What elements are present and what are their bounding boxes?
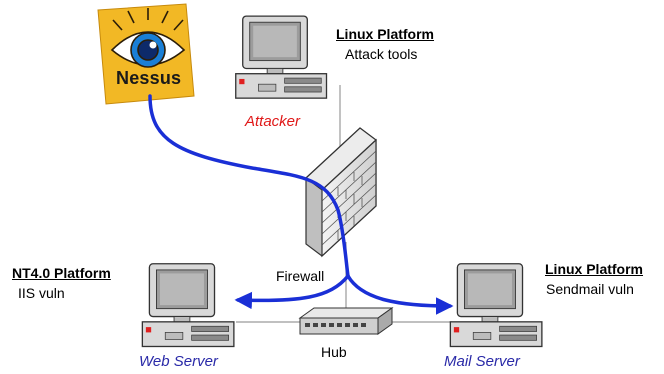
mail-server-computer-icon (449, 263, 543, 348)
firewall-icon (305, 127, 377, 258)
firewall-label: Firewall (276, 268, 325, 284)
mail-server-platform-detail: Sendmail vuln (546, 281, 634, 297)
mail-server-platform-title: Linux Platform (545, 261, 644, 277)
attacker-platform-detail: Attack tools (345, 46, 418, 62)
mail-server-label: Mail Server (444, 353, 520, 370)
hub-label: Hub (321, 344, 347, 360)
attacker-computer-icon (235, 15, 328, 99)
nessus-logo (97, 3, 195, 105)
web-server-platform-title: NT4.0 Platform (12, 265, 111, 281)
web-server-computer-icon (141, 263, 235, 348)
hub-icon (298, 307, 394, 335)
attack-path-to-web-server (234, 274, 350, 310)
nessus-logo-text: Nessus (116, 68, 182, 88)
web-server-label: Web Server (139, 353, 218, 370)
attack-path-trunk (148, 94, 350, 278)
attacker-label: Attacker (245, 113, 301, 130)
attack-path-to-mail-server (346, 274, 454, 315)
web-server-platform-detail: IIS vuln (18, 285, 65, 301)
attacker-platform-title: Linux Platform (336, 26, 435, 42)
attack-paths (148, 94, 454, 315)
eye-icon (110, 8, 186, 68)
